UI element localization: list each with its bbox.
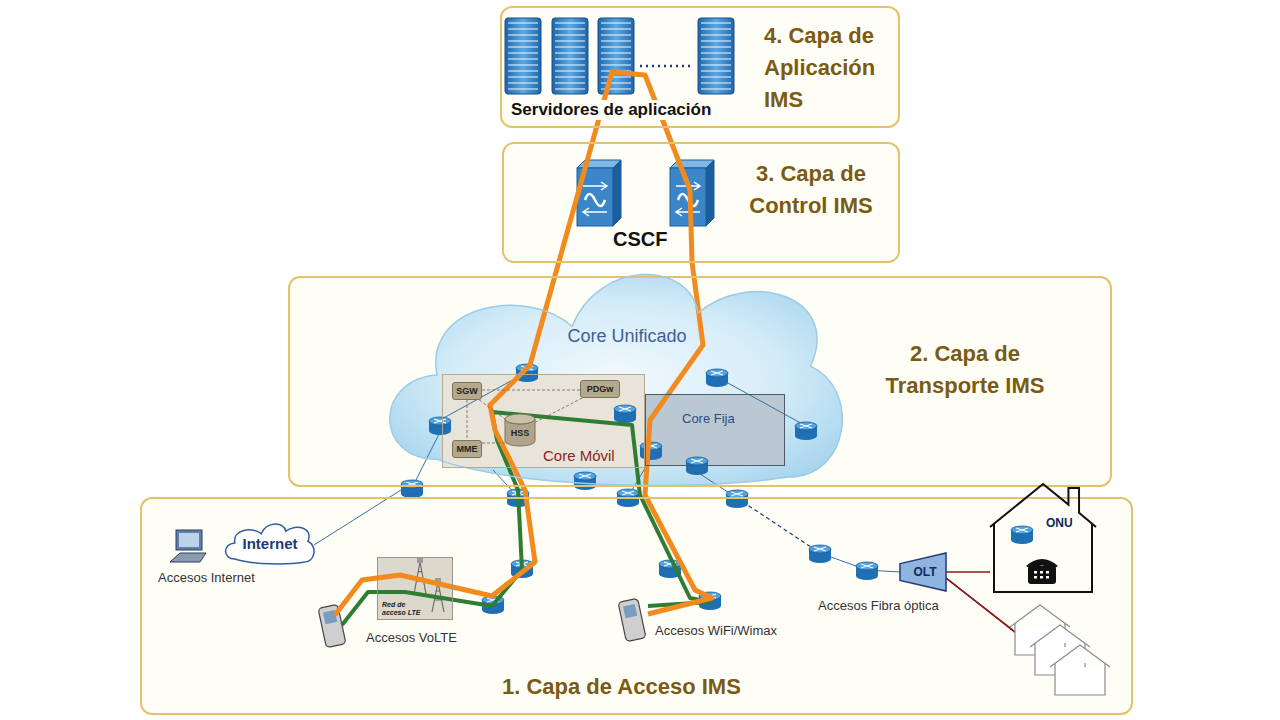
- house-shape: ONU: [990, 482, 1096, 592]
- mobile-phone: [618, 598, 646, 641]
- router-icon: [1011, 526, 1033, 544]
- interface-line: [482, 443, 505, 444]
- access-label: Accesos Fibra óptica: [818, 598, 939, 613]
- layer-band: 1. Capa de Acceso IMS InternetRed de acce…: [140, 497, 1133, 715]
- router-icon: [640, 442, 662, 460]
- node-text: 4. Capa de Aplicación IMS: [764, 20, 899, 116]
- node-text: Core Fija: [682, 411, 772, 426]
- box-fill: [442, 374, 645, 468]
- antenna-tower: [414, 558, 426, 594]
- router-icon: [686, 457, 708, 475]
- node-text: 1. Capa de Acceso IMS: [502, 671, 842, 703]
- house-shape-outline: [990, 482, 1096, 592]
- box-fill: [645, 394, 785, 466]
- router-icon: [726, 490, 748, 508]
- node-text: HSS: [511, 422, 530, 438]
- layer-band: 3. Capa de Control IMS: [502, 142, 900, 263]
- node-text: PDGw: [587, 384, 614, 394]
- router-icon: [429, 417, 451, 435]
- dotted-link: [640, 66, 694, 67]
- node-text: ONU: [1046, 516, 1086, 530]
- server-rack: [598, 18, 634, 94]
- access-label: Accesos WiFi/Wimax: [655, 623, 777, 638]
- component-label: CSCF: [613, 228, 667, 251]
- internet-cloud: Internet: [226, 522, 314, 564]
- router-icon: [795, 422, 817, 440]
- node-text: SGW: [456, 386, 478, 396]
- node-text: Core Móvil: [543, 447, 638, 464]
- band-fill: [140, 497, 1133, 715]
- router-icon: [401, 480, 423, 498]
- router-icon: [809, 545, 831, 563]
- database-cylinder: HSS: [505, 414, 535, 446]
- access-label: Accesos Internet: [158, 570, 255, 585]
- access-network-box: Red de acceso LTE: [377, 557, 453, 620]
- layer-band: 2. Capa de Transporte IMS Core UnificadoC…: [288, 276, 1112, 487]
- component-label: Servidores de aplicación: [508, 100, 714, 120]
- cloud-fill: [390, 274, 843, 485]
- router-icon: [856, 562, 878, 580]
- mobile-phone: [318, 604, 346, 647]
- server-rack: [552, 18, 588, 94]
- interface-line: [535, 398, 582, 422]
- node-text: OLT: [909, 565, 936, 579]
- fibre-link: [946, 571, 990, 573]
- server-rack: [505, 18, 541, 94]
- function-box: MME: [452, 440, 482, 458]
- house-outline: [1050, 645, 1110, 695]
- core-box: Core Móvil SGW PDGwHSS MME: [442, 374, 645, 468]
- olt-trapezoid: OLT: [900, 553, 946, 591]
- router-icon: [574, 472, 596, 490]
- node-text: 2. Capa de Transporte IMS: [860, 338, 1070, 402]
- telephone-icon: [1026, 559, 1058, 584]
- band-fill: [500, 6, 900, 128]
- interface-line: [479, 400, 505, 419]
- signal-path-orange: [335, 72, 712, 615]
- node-text: 3. Capa de Control IMS: [726, 158, 896, 222]
- interface-line: [482, 390, 580, 391]
- box-fill: [377, 557, 453, 620]
- server-rack: [698, 18, 734, 94]
- interface-line: [467, 400, 468, 440]
- function-box: PDGw: [580, 380, 620, 398]
- node-text: Internet: [242, 535, 297, 552]
- core-box: Core Fija: [645, 394, 785, 466]
- node-text: Red de acceso LTE: [382, 601, 426, 617]
- computer-icon: [170, 530, 206, 562]
- router-icon: [706, 369, 728, 387]
- access-label: Accesos VoLTE: [366, 630, 457, 645]
- router-icon: [614, 405, 636, 423]
- core-cloud: Core UnificadoCore MóvilSGWPDGwHSSMMECor…: [392, 264, 842, 486]
- function-box: SGW: [452, 382, 482, 400]
- node-text: Core Unificado: [542, 326, 712, 347]
- node-text: MME: [457, 444, 478, 454]
